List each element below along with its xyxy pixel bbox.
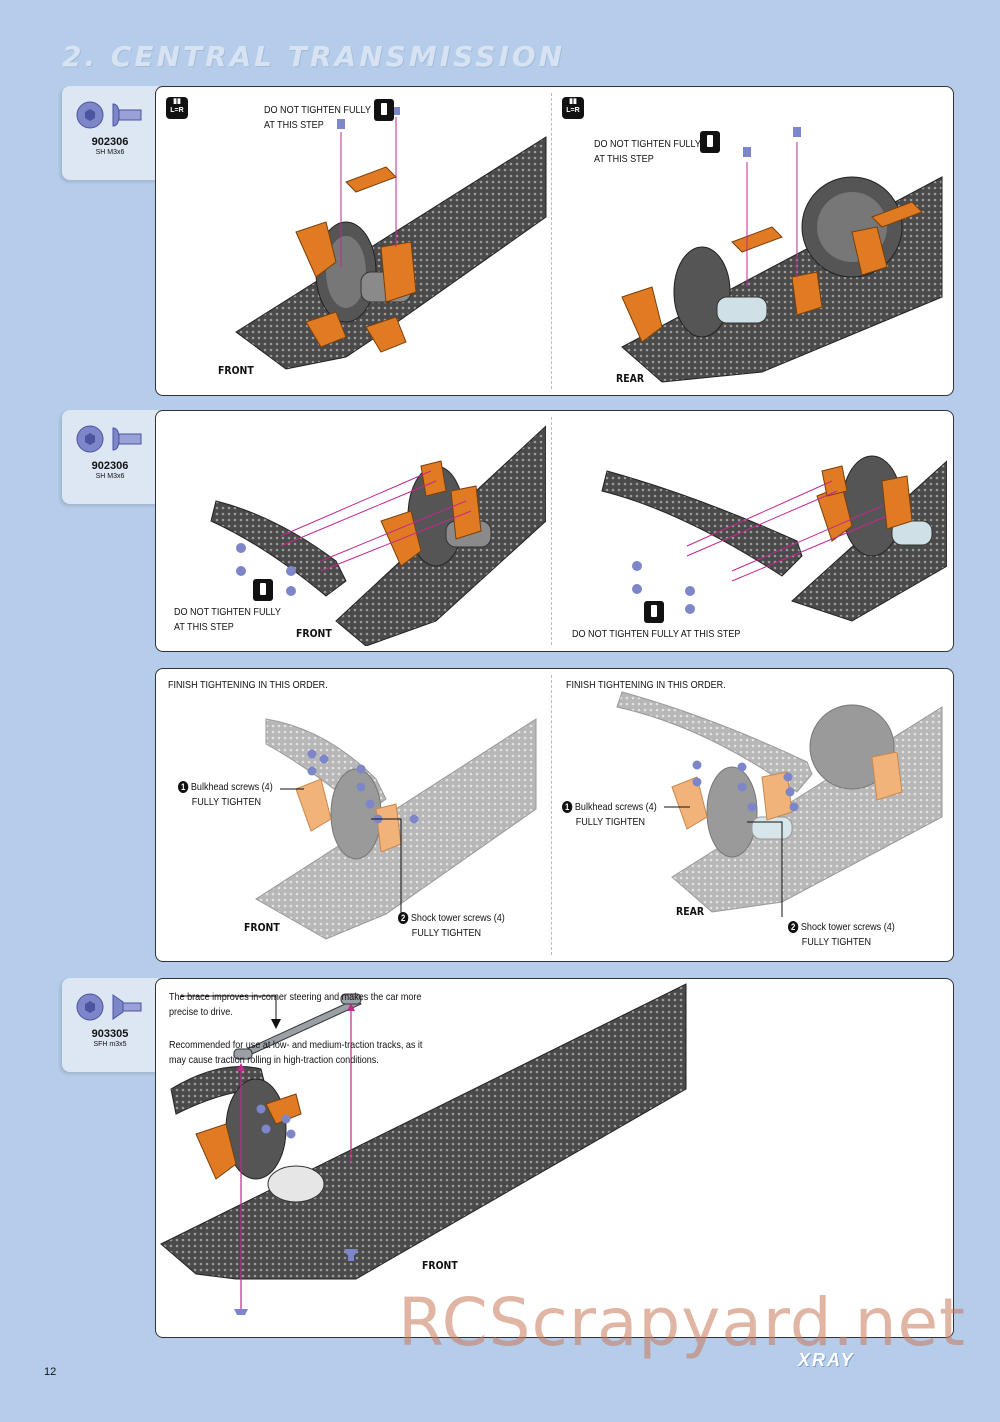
page-title: 2. CENTRAL TRANSMISSION bbox=[62, 40, 566, 73]
part-number: 902306 bbox=[91, 136, 129, 148]
direction-label: FRONT bbox=[218, 364, 254, 377]
step-2-left: DO NOT TIGHTEN FULLY AT THIS STEP FRONT bbox=[156, 411, 551, 651]
do-not-tighten-icon bbox=[374, 99, 394, 121]
flat-head-screw-icon bbox=[76, 993, 142, 1021]
direction-label: REAR bbox=[616, 372, 645, 385]
chassis-illustration bbox=[235, 107, 547, 370]
do-not-tighten-icon bbox=[644, 601, 664, 623]
part-desc: SH M3x6 bbox=[95, 473, 125, 480]
button-head-screw-icon bbox=[76, 101, 142, 129]
step-header: FINISH TIGHTENING IN THIS ORDER. bbox=[566, 679, 726, 691]
watermark: RCScrapyard.net bbox=[398, 1284, 966, 1361]
part-desc: SFH m3x5 bbox=[93, 1041, 127, 1048]
direction-label: FRONT bbox=[422, 1259, 458, 1272]
chassis-illustration bbox=[160, 983, 687, 1315]
instruction-note: DO NOT TIGHTEN FULLY AT THIS STEP bbox=[264, 104, 371, 131]
instruction-note: DO NOT TIGHTEN FULLY AT THIS STEP bbox=[174, 606, 281, 633]
part-number: 903305 bbox=[91, 1028, 129, 1040]
chassis-illustration bbox=[616, 691, 943, 917]
step-2-right: DO NOT TIGHTEN FULLY AT THIS STEP bbox=[552, 411, 952, 651]
panel-divider bbox=[551, 93, 552, 389]
do-not-tighten-icon bbox=[700, 131, 720, 153]
direction-label: FRONT bbox=[244, 921, 280, 934]
step-2-panel: DO NOT TIGHTEN FULLY AT THIS STEP FRONT bbox=[155, 410, 954, 652]
chassis-illustration bbox=[601, 455, 947, 622]
chassis-illustration bbox=[210, 425, 546, 646]
brace-recommendation: Recommended for use at low- and medium-t… bbox=[169, 1039, 423, 1066]
chassis-illustration bbox=[621, 127, 943, 383]
part-number: 902306 bbox=[91, 460, 129, 472]
page-number: 12 bbox=[44, 1366, 57, 1378]
panel-divider bbox=[551, 675, 552, 955]
step-header: FINISH TIGHTENING IN THIS ORDER. bbox=[168, 679, 328, 691]
instruction-note: DO NOT TIGHTEN FULLY AT THIS STEP bbox=[572, 628, 741, 640]
step-1-left: ▮▮L=R DO NOT TIGHTEN FULLY AT THIS STEP … bbox=[156, 87, 551, 395]
symmetric-badge: ▮▮L=R bbox=[166, 97, 188, 119]
step-4-panel: The brace improves in-corner steering an… bbox=[155, 978, 954, 1338]
part-desc: SH M3x6 bbox=[95, 149, 125, 156]
instruction-note: DO NOT TIGHTEN FULLY AT THIS STEP bbox=[594, 138, 701, 165]
chassis-illustration bbox=[255, 718, 537, 940]
do-not-tighten-icon bbox=[253, 579, 273, 601]
direction-label: FRONT bbox=[296, 627, 332, 640]
panel-divider bbox=[551, 417, 552, 645]
step-1-panel: ▮▮L=R DO NOT TIGHTEN FULLY AT THIS STEP … bbox=[155, 86, 954, 396]
brace-description: The brace improves in-corner steering an… bbox=[169, 991, 422, 1018]
symmetric-badge: ▮▮L=R bbox=[562, 97, 584, 119]
part-box: 903305 SFH m3x5 bbox=[62, 978, 158, 1072]
step-1-right: ▮▮L=R DO NOT TIGHTEN FULLY AT THIS STEP … bbox=[552, 87, 952, 395]
part-box: 902306 SH M3x6 bbox=[62, 410, 158, 504]
button-head-screw-icon bbox=[76, 425, 142, 453]
part-box: 902306 SH M3x6 bbox=[62, 86, 158, 180]
direction-label: REAR bbox=[676, 905, 705, 918]
brand-logo: XRAY bbox=[798, 1350, 855, 1370]
